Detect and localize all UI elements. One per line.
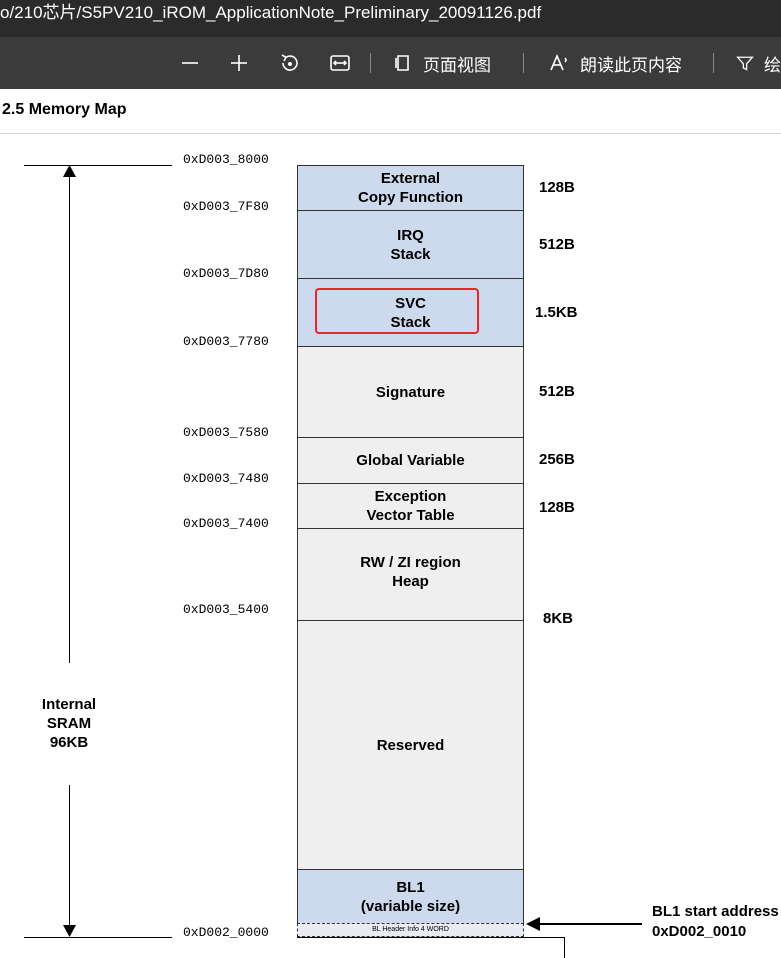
bl1-start-note: BL1 start address 0xD002_0010 — [652, 902, 779, 942]
read-aloud-icon — [550, 53, 567, 71]
region-label: Vector Table — [366, 507, 455, 524]
bottom-right-drop — [564, 937, 565, 958]
arrow-left-icon — [526, 917, 540, 931]
region-label: Stack — [390, 313, 431, 331]
region-label: RW / ZI region — [360, 554, 461, 571]
region-irq-stack: IRQ Stack — [297, 210, 524, 279]
region-label: Heap — [392, 573, 429, 590]
region-global-variable: Global Variable — [297, 437, 524, 484]
bottom-boundary-line — [24, 937, 172, 938]
region-size: 512B — [539, 383, 575, 400]
region-size: 128B — [539, 179, 575, 196]
fit-width-button[interactable] — [328, 37, 352, 89]
sram-label-line1: Internal — [41, 696, 97, 713]
toolbar-separator — [370, 53, 371, 73]
region-size: 512B — [539, 236, 575, 253]
address-label: 0xD002_0000 — [183, 925, 269, 940]
region-signature: Signature — [297, 346, 524, 438]
sram-arrow-lower — [69, 785, 70, 928]
region-size: 128B — [539, 499, 575, 516]
toolbar-separator — [523, 53, 524, 73]
arrow-down-icon — [63, 925, 76, 937]
region-label: Exception — [374, 488, 447, 505]
region-size: 1.5KB — [535, 304, 578, 321]
plus-icon — [231, 55, 247, 71]
region-label: Copy Function — [358, 189, 463, 206]
region-rw-zi-heap: RW / ZI region Heap — [297, 528, 524, 621]
zoom-out-button[interactable] — [178, 37, 202, 89]
fit-width-icon — [330, 55, 350, 71]
region-exception-vector-table: Exception Vector Table — [297, 483, 524, 529]
pdf-toolbar: 页面视图 朗读此页内容 绘 — [0, 37, 781, 89]
draw-filter-icon — [736, 56, 754, 71]
bl1-note-line2: 0xD002_0010 — [652, 923, 747, 940]
region-label: (variable size) — [360, 897, 461, 915]
window-title-bar: o/210芯片/S5PV210_iROM_ApplicationNote_Pre… — [0, 0, 781, 37]
minus-icon — [182, 62, 198, 64]
address-label: 0xD003_7480 — [183, 471, 269, 486]
address-label: 0xD003_5400 — [183, 602, 269, 617]
rotate-button[interactable] — [277, 37, 303, 89]
rotate-icon — [281, 54, 298, 71]
region-size: 8KB — [543, 610, 574, 627]
page-view-button[interactable]: 页面视图 — [393, 37, 505, 89]
bl1-arrow-shaft — [538, 923, 642, 925]
sram-arrow-upper — [69, 173, 70, 663]
sram-label-line3: 96KB — [49, 734, 89, 751]
region-label: IRQ — [397, 226, 424, 244]
read-aloud-button[interactable]: 朗读此页内容 — [548, 37, 696, 89]
zoom-in-button[interactable] — [227, 37, 251, 89]
top-boundary-line — [24, 165, 172, 166]
pdf-page: 2.5 Memory Map Internal SRAM 96KB 0xD003… — [0, 89, 781, 958]
address-label: 0xD003_7780 — [183, 334, 269, 349]
draw-button[interactable]: 绘 — [736, 37, 781, 89]
document-path: o/210芯片/S5PV210_iROM_ApplicationNote_Pre… — [0, 3, 542, 22]
region-reserved: Reserved — [297, 620, 524, 870]
arrow-up-icon — [63, 165, 76, 177]
region-label: SVC — [395, 294, 426, 312]
region-label: Reserved — [376, 736, 445, 754]
region-label: BL1 — [396, 878, 425, 896]
address-label: 0xD003_8000 — [183, 152, 269, 167]
address-label: 0xD003_7400 — [183, 516, 269, 531]
page-view-icon — [395, 55, 409, 71]
svc-stack-highlight — [315, 288, 479, 334]
read-aloud-label: 朗读此页内容 — [580, 55, 682, 75]
heading-divider — [0, 133, 781, 134]
region-bl1: BL1 (variable size) — [297, 869, 524, 924]
address-label: 0xD003_7D80 — [183, 266, 269, 281]
address-label: 0xD003_7580 — [183, 425, 269, 440]
region-external-copy-function: External Copy Function — [297, 165, 524, 211]
sram-label-line2: SRAM — [46, 715, 92, 732]
region-label: External — [380, 170, 441, 187]
bottom-right-line — [297, 937, 565, 938]
page-view-label: 页面视图 — [423, 55, 491, 75]
address-label: 0xD003_7F80 — [183, 199, 269, 214]
region-label: Stack — [390, 245, 431, 263]
bl-header-info: BL Header Info 4 WORD — [297, 923, 524, 937]
bl1-note-line1: BL1 start address — [652, 903, 779, 920]
draw-label: 绘 — [764, 55, 781, 75]
toolbar-separator — [713, 53, 714, 73]
section-heading: 2.5 Memory Map — [2, 101, 127, 118]
internal-sram-label: Internal SRAM 96KB — [20, 695, 118, 752]
region-size: 256B — [539, 451, 575, 468]
region-label: Signature — [375, 383, 446, 401]
region-label: Global Variable — [356, 452, 465, 469]
